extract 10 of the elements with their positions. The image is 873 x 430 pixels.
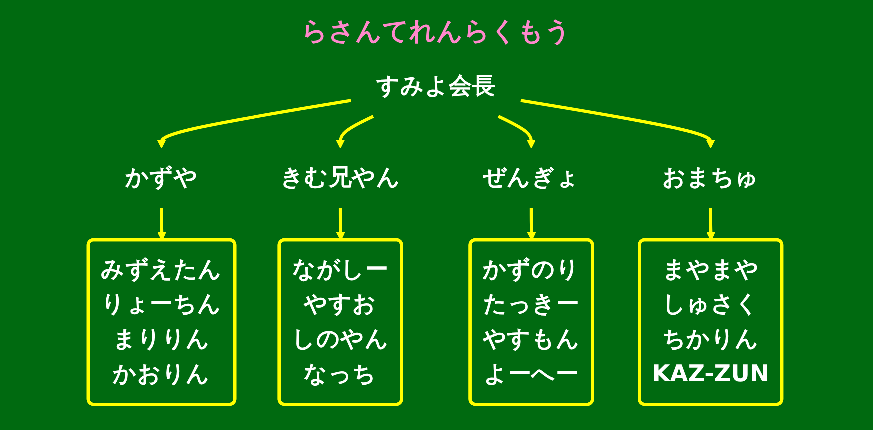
arrow: [520, 99, 716, 149]
node-text: きむ兄やん: [280, 165, 401, 192]
node-text: おまちゅ: [662, 165, 760, 192]
node-text: ぜんぎょ: [482, 165, 580, 192]
arrow: [336, 115, 374, 149]
arrow: [157, 99, 352, 149]
node-text: すみよ会長: [376, 73, 496, 100]
arrow: [498, 115, 536, 149]
diagram-title: らさんてれんらくもう: [300, 16, 572, 48]
node-text: かずや: [125, 165, 198, 192]
